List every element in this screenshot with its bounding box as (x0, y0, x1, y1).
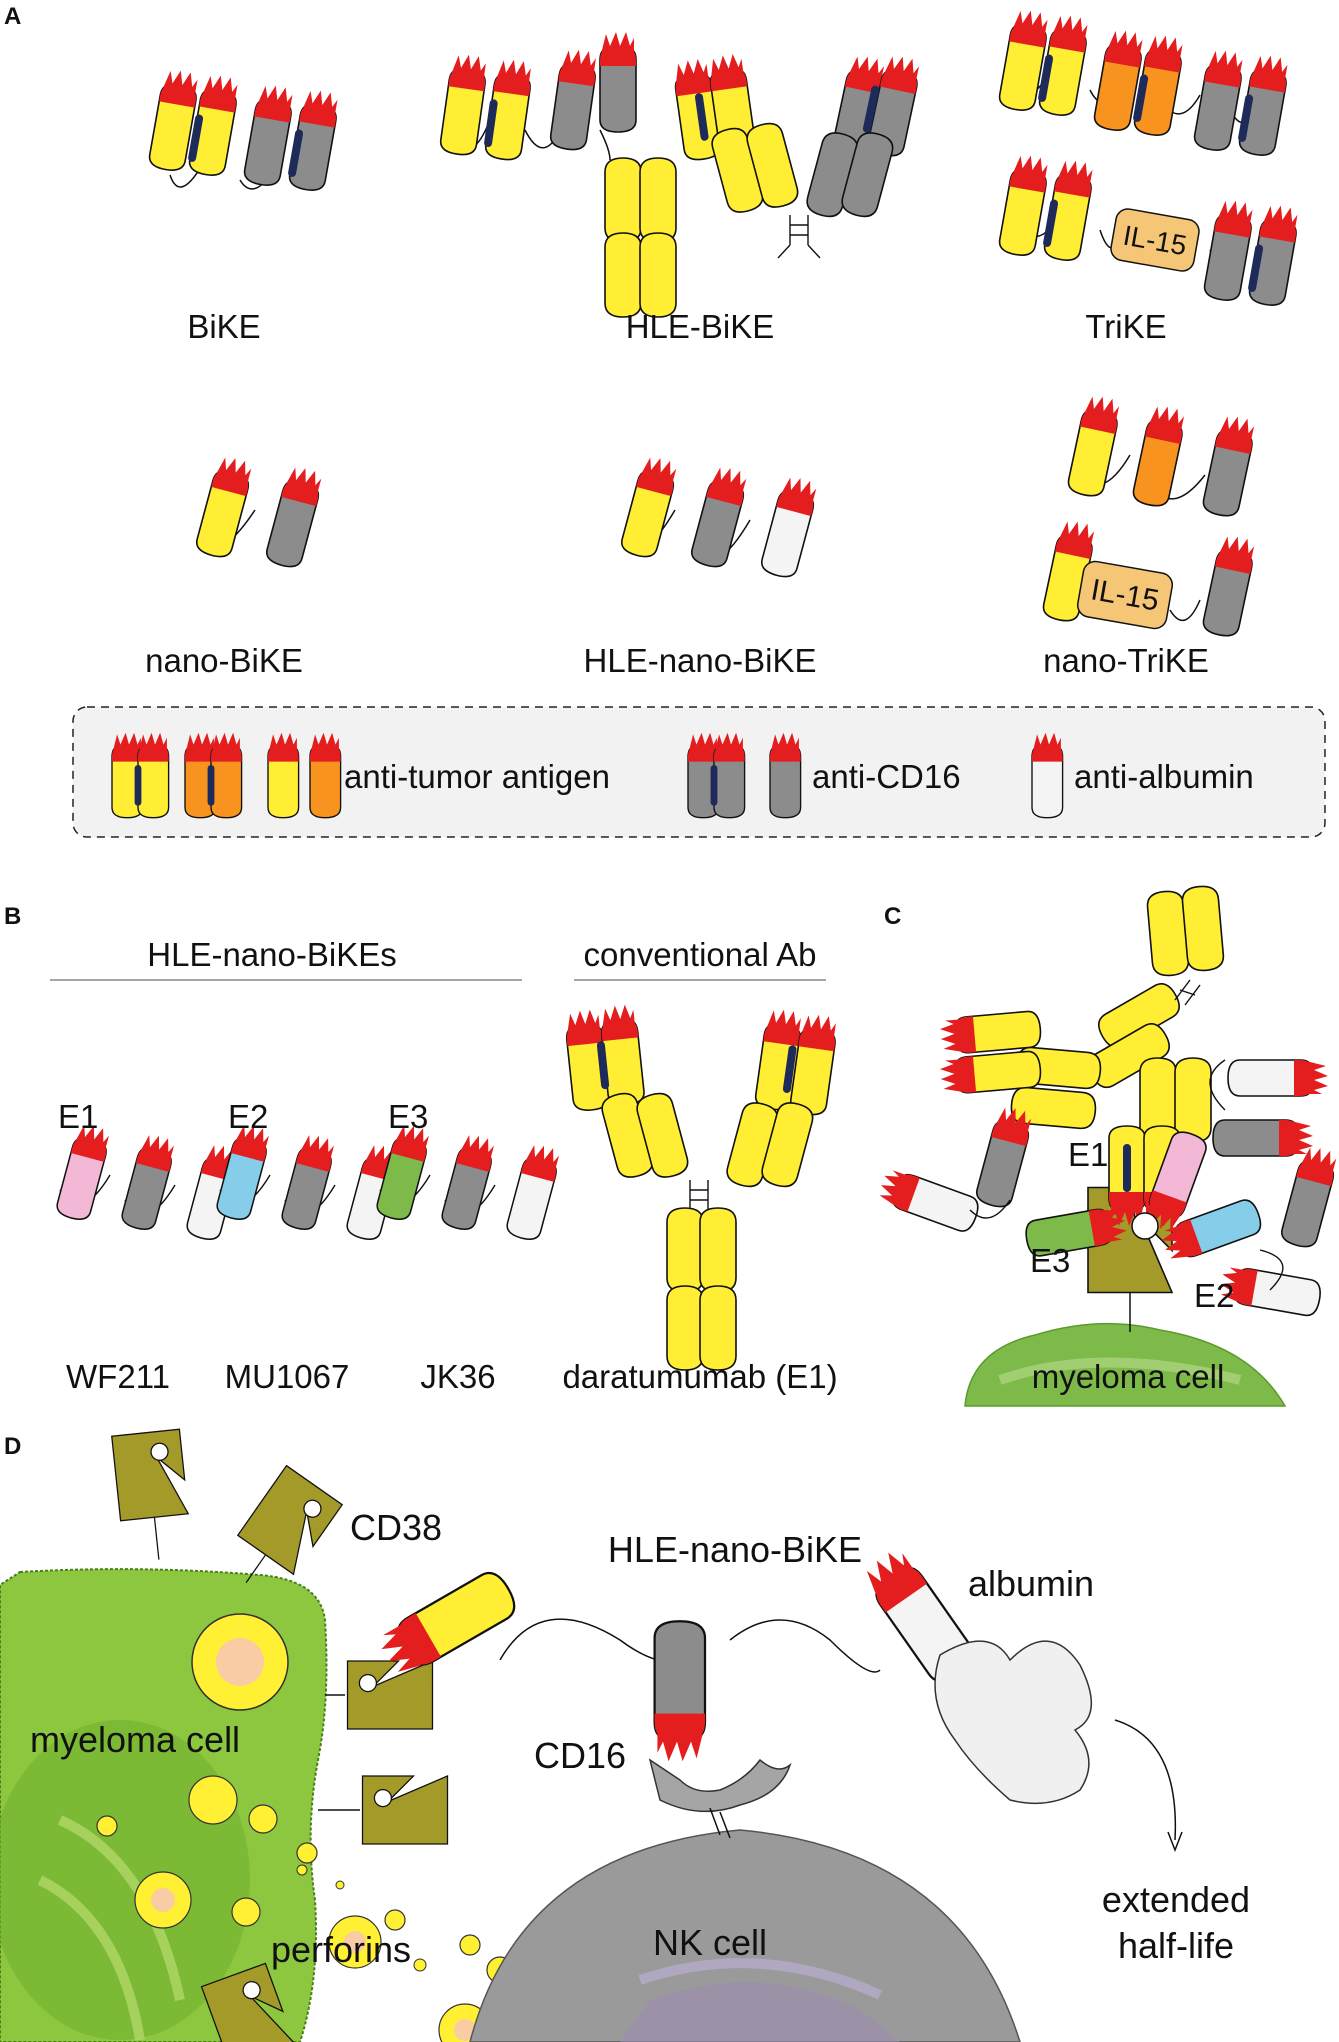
panel-letter-c: C (884, 903, 901, 930)
construct-label-hle-bike: HLE-BiKE (626, 308, 775, 345)
panel-c-label-e3: E3 (1030, 1242, 1070, 1279)
hle-bike-construct (438, 31, 924, 318)
group-label-conventional: conventional Ab (583, 936, 816, 973)
panel-c-diagram (874, 884, 1339, 1407)
myeloma-cell-shape (0, 1568, 328, 2042)
panel-c-label-e2: E2 (1194, 1277, 1234, 1314)
legend-anti-albumin: anti-albumin (1074, 758, 1254, 795)
panel-c-label-e1: E1 (1068, 1136, 1108, 1173)
construct-label-trike: TriKE (1085, 308, 1166, 345)
cd38-receptor-4 (361, 1775, 449, 1845)
construct-label-nano-bike: nano-BiKE (145, 642, 303, 679)
cd38-receptor-1 (111, 1428, 189, 1560)
albumin-shape (934, 1640, 1183, 1853)
hle-nano-bike-construct (618, 453, 821, 581)
hle-nano-bike-e1 (53, 1121, 244, 1244)
cd16-label: CD16 (534, 1735, 626, 1776)
name-daratumumab: daratumumab (E1) (562, 1358, 837, 1395)
cd38-label: CD38 (350, 1507, 442, 1548)
half-life-label-1: extended (1102, 1879, 1250, 1920)
myeloma-label-d: myeloma cell (30, 1719, 240, 1760)
cd16-receptor (648, 1758, 792, 1839)
cd38-receptor-2 (237, 1465, 343, 1584)
nk-cell-label: NK cell (653, 1922, 767, 1963)
panel-c-label-myeloma: myeloma cell (1032, 1358, 1225, 1395)
name-mu1067: MU1067 (225, 1358, 350, 1395)
group-label-hle-nano-bikes: HLE-nano-BiKEs (147, 936, 396, 973)
construct-label-hle-nano-bike: HLE-nano-BiKE (584, 642, 817, 679)
panel-letter-b: B (4, 903, 21, 930)
epitope-label-e1: E1 (58, 1098, 98, 1135)
perforins-label: perforins (271, 1929, 411, 1970)
legend-anti-cd16: anti-CD16 (812, 758, 961, 795)
panel-letter-d: D (4, 1433, 21, 1460)
epitope-label-e2: E2 (228, 1098, 268, 1135)
legend-anti-tumor: anti-tumor antigen (344, 758, 610, 795)
nano-trike-construct: IL-15 (1040, 392, 1259, 640)
construct-label-nano-trike: nano-TriKE (1043, 642, 1209, 679)
construct-label-d: HLE-nano-BiKE (608, 1529, 862, 1570)
name-jk36: JK36 (420, 1358, 495, 1395)
bike-construct (146, 67, 342, 194)
cd38-receptor-3 (346, 1660, 434, 1730)
nk-cell-shape (469, 1829, 1021, 2042)
construct-label-bike: BiKE (187, 308, 260, 345)
conventional-antibody (563, 1002, 840, 1371)
panel-letter-a: A (4, 3, 21, 30)
trike-construct: IL-15 (996, 7, 1302, 309)
epitope-label-e3: E3 (388, 1098, 428, 1135)
hle-nano-bike-e2 (213, 1121, 404, 1244)
name-wf211: WF211 (66, 1358, 170, 1395)
hle-nano-bike-e3 (373, 1121, 564, 1244)
albumin-label: albumin (968, 1563, 1094, 1604)
panel-d-hle-nano-bike (373, 1543, 982, 1763)
nano-bike-construct (193, 453, 326, 571)
half-life-label-2: half-life (1118, 1925, 1234, 1966)
legend-box: anti-tumor antigen anti-CD16 anti-albumi… (72, 706, 1326, 838)
